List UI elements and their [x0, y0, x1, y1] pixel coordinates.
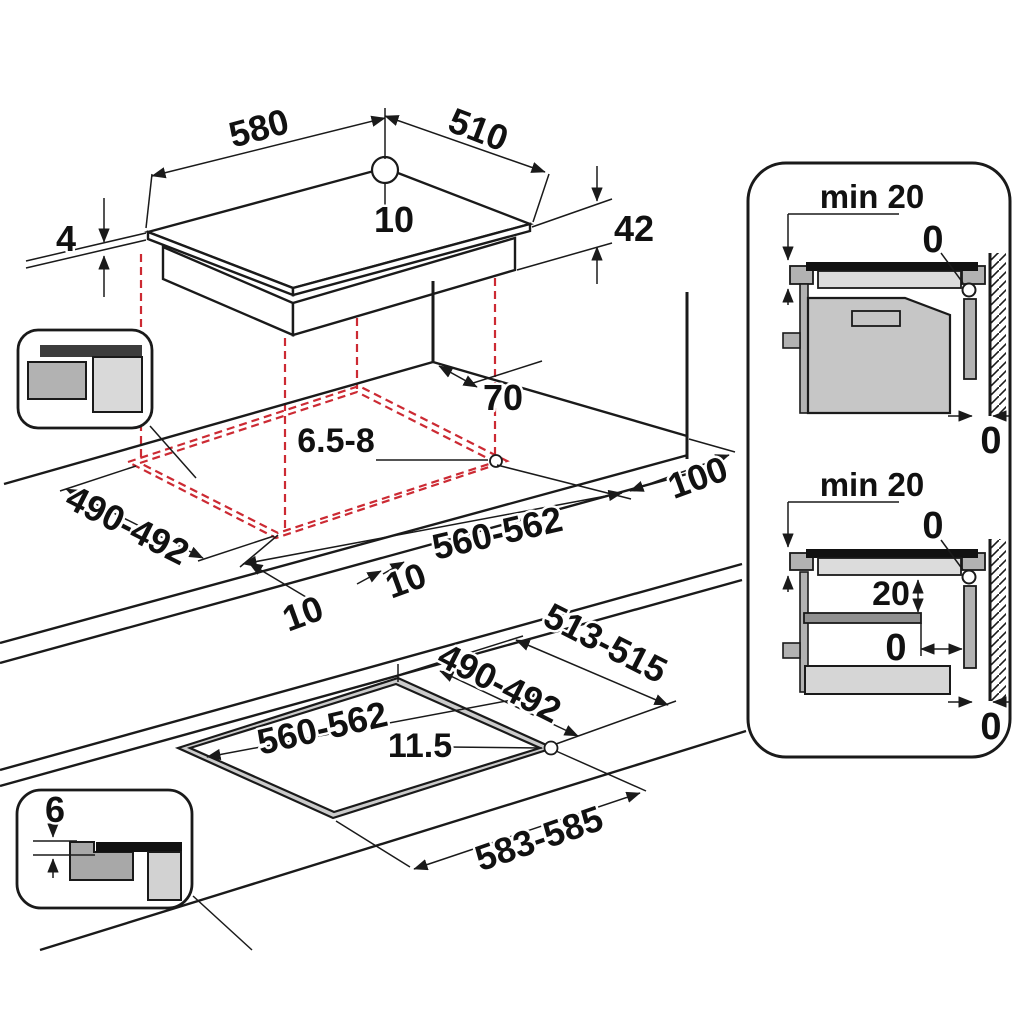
hob-footprint-dashed: [125, 384, 510, 540]
cabinet-hinge-nub-bottom: [782, 642, 801, 659]
ext-recess-right: [555, 700, 677, 745]
oven-body: [806, 296, 952, 415]
worktop-right-edge: [432, 360, 688, 438]
cabinet-side-strip-top: [799, 283, 809, 414]
inset-surface-mount: [16, 328, 197, 479]
ext-cutout-width-right: [496, 464, 632, 500]
label-glass-thickness: 4: [56, 218, 76, 259]
label-min20-top: min 20: [820, 178, 925, 215]
ext-rear-clearance: [469, 360, 543, 385]
label-cutout-depth: 490-492: [60, 477, 196, 574]
inset-surface-cabinet-block: [27, 361, 87, 400]
wall-gap-circle-top: [961, 282, 977, 298]
inset-flush-callout: [192, 895, 253, 951]
ext-side-clearance: [688, 438, 736, 453]
ext-line-580-left: [145, 173, 153, 229]
label-recess-depth: 6: [45, 789, 65, 830]
arrow-overhang-front-1: [356, 570, 382, 585]
label-outer-depth: 513-515: [538, 595, 674, 692]
dim-line-cutout-width: [242, 489, 623, 568]
label-min20-bottom: min 20: [820, 466, 925, 503]
dim-line-cutout-depth: [65, 488, 204, 559]
hob-top-view: 580 510 10 4 42: [25, 97, 657, 337]
dim-line-580: [151, 115, 386, 179]
ext-outer-width-right: [555, 750, 647, 792]
intermediate-shelf: [803, 612, 922, 624]
ext-recess-rear: [401, 635, 524, 675]
label-side-gap-top: 0: [980, 420, 1001, 462]
dim-line-side-clearance: [629, 454, 730, 492]
label-wall-gap-bottom: 0: [922, 505, 943, 547]
hob-glass-section-top: [806, 262, 978, 271]
arrow-overhang-front-2: [382, 561, 405, 575]
label-corner-radius: 6.5-8: [297, 422, 375, 460]
flush-recess-view: 513-515 490-492 560-562 11.5 583-585: [0, 562, 747, 952]
ext-cutout-depth-rear: [59, 465, 137, 492]
label-shelf-clearance: 20: [872, 575, 910, 613]
wall-gap-leader-bottom: [940, 539, 964, 571]
inset-surface-callout: [149, 425, 197, 479]
side-sections-panel: min 20 0 0 min 20: [746, 161, 1012, 759]
hob-glass-edge-right: [291, 222, 532, 297]
wall-hatch-bottom: [991, 539, 1006, 701]
label-rear-clearance: 70: [483, 377, 523, 418]
ext-line-4-top: [25, 232, 147, 262]
leader-step-width: [446, 746, 543, 749]
ext-cutout-width-left: [239, 534, 279, 568]
wall-hatch-top: [991, 253, 1006, 416]
label-overhang-front: 10: [380, 554, 432, 606]
label-hob-depth: 510: [443, 99, 514, 159]
inset-surface-side-panel: [92, 356, 143, 413]
inset-flush-mount: 6: [15, 787, 253, 951]
cabinet-hinge-nub-top: [782, 332, 801, 349]
label-hob-width: 580: [224, 100, 293, 155]
worktop-rear-edge: [3, 360, 434, 486]
ext-line-4-bottom: [25, 239, 147, 269]
dim-line-rear-clearance: [438, 365, 478, 388]
section-above-drawer: min 20 0 20 0 0: [782, 464, 1011, 751]
hob-glass-section-bottom: [806, 549, 978, 558]
label-side-gap-bottom: 0: [980, 706, 1001, 748]
oven-vent: [851, 310, 901, 327]
label-wall-gap-top: 0: [922, 219, 943, 261]
label-step-width: 11.5: [388, 727, 452, 765]
cutout-outline-dashed: [137, 390, 498, 535]
hob-body-section-top: [817, 270, 962, 289]
recess-worktop-front-edge: [39, 729, 747, 952]
drawer-body: [804, 665, 951, 695]
inset-flush-side-panel: [147, 851, 182, 901]
wall-gap-leader-top: [940, 252, 964, 284]
recess-worktop-rear-edge-2: [0, 578, 743, 788]
label-shelf-gap: 0: [885, 627, 906, 669]
label-side-clearance: 100: [662, 448, 732, 507]
section-above-oven: min 20 0 0: [782, 176, 1011, 465]
dim-line-inner-width: [206, 690, 545, 761]
label-cutout-width: 560-562: [428, 498, 566, 568]
ext-line-42-top: [531, 198, 613, 228]
wall-gap-circle-bottom: [961, 569, 977, 585]
step-width-circle: [543, 740, 559, 756]
cable-hole-circle: [370, 155, 400, 185]
corner-radius-circle: [489, 454, 503, 468]
inset-flush-glass-bar: [96, 842, 182, 852]
label-overhang-left: 10: [277, 587, 329, 639]
hob-body-section-bottom: [817, 557, 962, 576]
rear-spacer-bar-top: [963, 298, 977, 380]
label-hole-diameter: 10: [374, 199, 414, 240]
ext-outer-width-left: [335, 820, 411, 868]
dim-line-510: [384, 115, 546, 173]
inset-surface-glass-bar: [40, 345, 142, 357]
dim-line-outer-depth: [515, 639, 669, 706]
ext-line-510-right: [532, 173, 550, 223]
rear-spacer-bar-bottom: [963, 585, 977, 669]
recess-worktop-rear-edge-1: [0, 562, 743, 772]
hob-body-right-face: [291, 236, 517, 337]
leader-overhang-left: [248, 562, 317, 604]
dim-line-outer-width: [413, 791, 641, 871]
label-body-height: 42: [614, 208, 654, 249]
